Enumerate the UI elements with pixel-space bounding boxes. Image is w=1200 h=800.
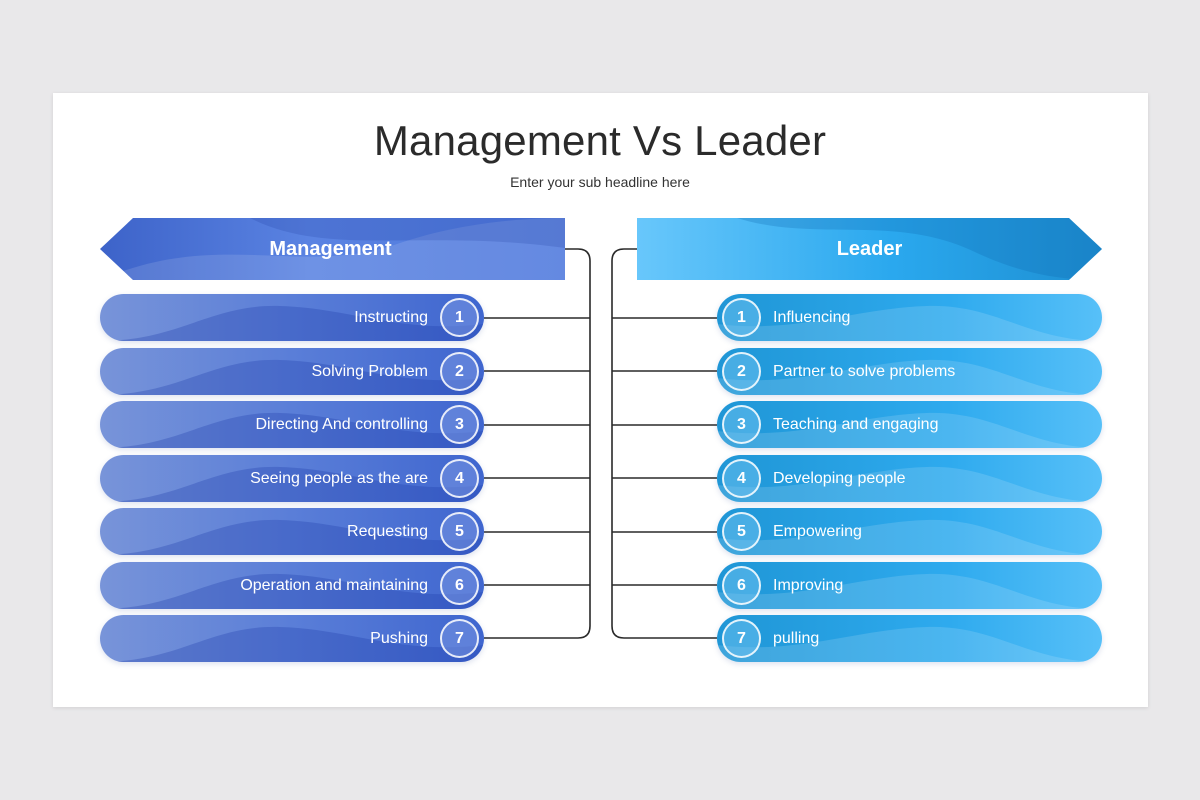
leader-item-2: 2 Partner to solve problems (717, 348, 1102, 395)
leader-item-6: 6 Improving (717, 562, 1102, 609)
leader-item-number: 3 (722, 405, 761, 444)
management-item-label: Instructing (354, 309, 428, 326)
leader-item-label: Partner to solve problems (773, 363, 956, 380)
leader-item-label: Teaching and engaging (773, 416, 939, 433)
management-item-number: 4 (440, 459, 479, 498)
management-item-4: Seeing people as the are 4 (100, 455, 484, 502)
leader-item-number: 2 (722, 352, 761, 391)
leader-item-label: Influencing (773, 309, 851, 326)
management-item-2: Solving Problem 2 (100, 348, 484, 395)
management-header: Management (100, 218, 565, 280)
management-header-label: Management (269, 237, 392, 260)
leader-item-label: Developing people (773, 470, 906, 487)
management-item-number: 1 (440, 298, 479, 337)
leader-item-3: 3 Teaching and engaging (717, 401, 1102, 448)
management-item-label: Operation and maintaining (240, 577, 428, 594)
leader-item-label: pulling (773, 630, 820, 647)
leader-item-label: Empowering (773, 523, 862, 540)
management-item-number: 5 (440, 512, 479, 551)
leader-item-number: 6 (722, 566, 761, 605)
management-item-label: Requesting (347, 523, 428, 540)
management-item-5: Requesting 5 (100, 508, 484, 555)
management-item-6: Operation and maintaining 6 (100, 562, 484, 609)
leader-item-number: 7 (722, 619, 761, 658)
management-item-number: 3 (440, 405, 479, 444)
slide-title: Management Vs Leader (373, 117, 827, 164)
leader-item-7: 7 pulling (717, 615, 1102, 662)
management-item-label: Directing And controlling (255, 416, 428, 433)
management-item-number: 6 (440, 566, 479, 605)
leader-header: Leader (637, 218, 1102, 280)
slide-subtitle: Enter your sub headline here (510, 174, 690, 190)
leader-item-1: 1 Influencing (717, 294, 1102, 341)
management-item-3: Directing And controlling 3 (100, 401, 484, 448)
management-item-number: 2 (440, 352, 479, 391)
management-item-label: Seeing people as the are (250, 470, 428, 487)
leader-header-label: Leader (836, 237, 903, 260)
management-item-number: 7 (440, 619, 479, 658)
leader-item-number: 1 (722, 298, 761, 337)
leader-item-number: 4 (722, 459, 761, 498)
management-item-label: Solving Problem (311, 363, 429, 380)
management-item-label: Pushing (370, 630, 428, 647)
leader-item-4: 4 Developing people (717, 455, 1102, 502)
leader-item-5: 5 Empowering (717, 508, 1102, 555)
leader-item-number: 5 (722, 512, 761, 551)
management-item-1: Instructing 1 (100, 294, 484, 341)
management-item-7: Pushing 7 (100, 615, 484, 662)
leader-item-label: Improving (773, 577, 844, 594)
